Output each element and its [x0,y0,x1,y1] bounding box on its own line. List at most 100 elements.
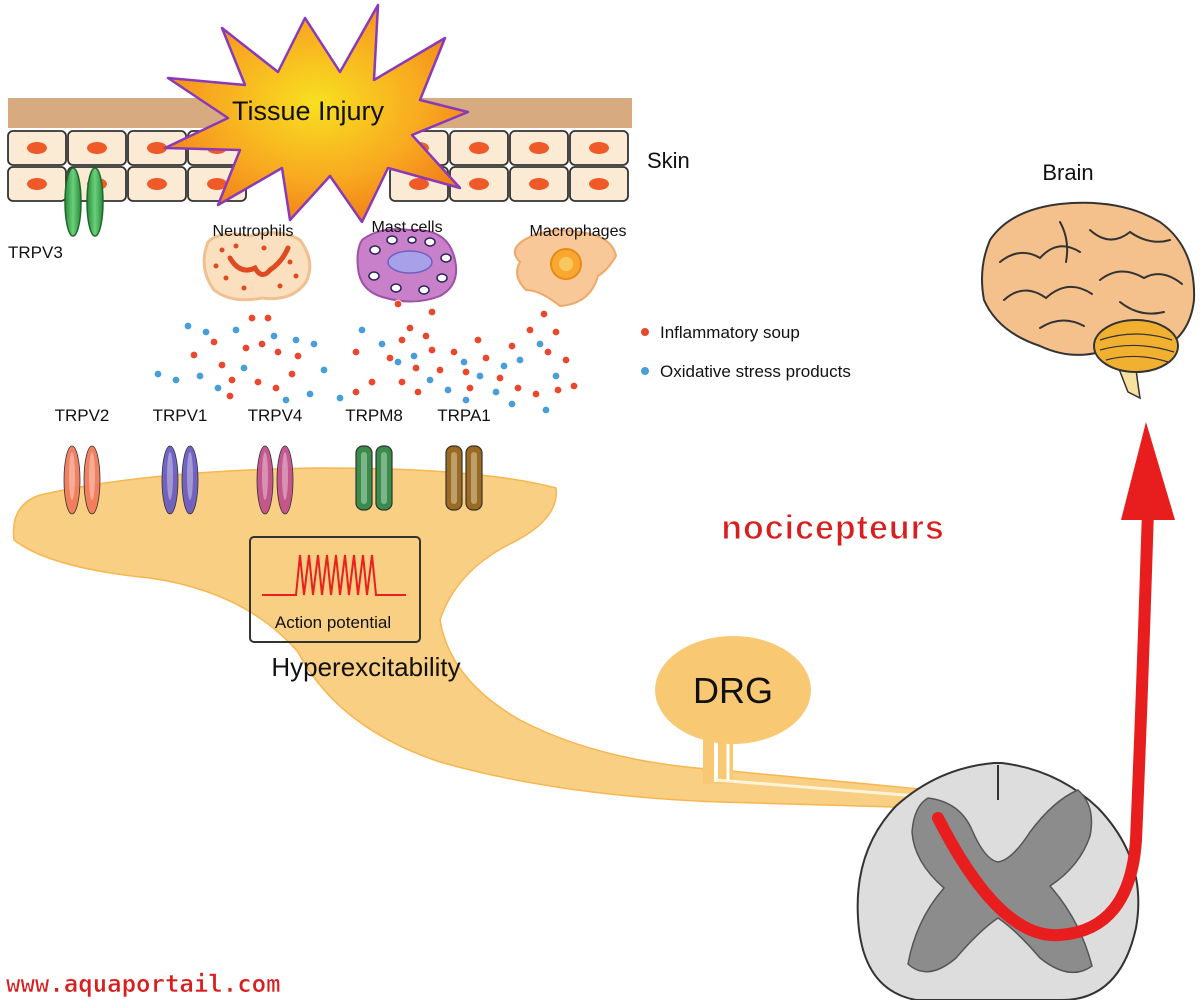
skin-cell [569,166,629,202]
macrophage-cell [513,229,618,308]
inflammatory-particle [543,347,553,357]
inflammatory-particle [241,343,251,353]
inflammatory-particle [461,367,471,377]
inflammatory-particle [553,385,563,395]
oxidative-particle [459,357,469,367]
inflammatory-particle [427,345,437,355]
macrophages-label: Macrophages [530,223,627,240]
skin-cell [509,130,569,166]
legend: Inflammatory soup Oxidative stress produ… [640,323,851,381]
oxidative-particle [551,371,561,381]
inflammatory-particle [263,313,273,323]
skin-label: Skin [647,148,690,173]
oxidative-particle [535,339,545,349]
inflammatory-particle [495,373,505,383]
skin-cell [449,166,509,202]
oxidative-particle [239,363,249,373]
brain-label: Brain [1042,160,1093,185]
channel-label: TRPV2 [55,406,110,425]
neutrophils-label: Neutrophils [213,223,294,240]
oxidative-particle [335,393,345,403]
channel-label: TRPA1 [437,406,491,425]
oxidative-particle [491,387,501,397]
drg-label: DRG [693,670,773,711]
legend-oxidative-label: Oxidative stress products [660,362,851,381]
inflammatory-particle [473,335,483,345]
inflammatory-particle [561,355,571,365]
inflammatory-particle [273,347,283,357]
action-potential-label: Action potential [275,613,391,632]
inflammatory-particle [217,360,227,370]
oxidative-particle [475,371,485,381]
inflammatory-particle [189,350,199,360]
skin-cell [449,130,509,166]
legend-inflammatory-label: Inflammatory soup [660,323,800,342]
inflammatory-particle [393,299,403,309]
oxidative-particle [319,365,329,375]
skin-cell [7,130,67,166]
oxidative-particle [269,331,279,341]
pathway-arrowhead [1121,422,1175,520]
channel-label: TRPM8 [345,406,403,425]
action-potential-box [249,536,421,643]
inflammatory-particle [551,327,561,337]
skin-cell [7,166,67,202]
oxidative-particle [393,357,403,367]
drg-ganglion [655,636,811,744]
oxidative-particle [377,339,387,349]
oxidative-particle [201,327,211,337]
inflammatory-particle [405,323,415,333]
trpv3-label: TRPV3 [8,243,63,262]
channel-label: TRPV1 [153,406,208,425]
inflammatory-particle [367,377,377,387]
inflammatory-particle [569,381,579,391]
channel-trpm8 [355,445,393,511]
inflammatory-particle [481,353,491,363]
inflammatory-particle [449,347,459,357]
tissue-injury-label: Tissue Injury [232,96,385,126]
channel-trpv1 [161,445,199,515]
oxidative-particle [231,325,241,335]
oxidative-particle [461,395,471,405]
channel-trpv2 [63,445,101,515]
skin-cell [67,130,127,166]
inflammatory-particle [513,383,523,393]
oxidative-particle [213,383,223,393]
skin-cell [127,166,187,202]
inflammatory-particle [413,387,423,397]
inflammatory-particle [385,353,395,363]
oxidative-particle [409,351,419,361]
inflammatory-particle [351,387,361,397]
skin-cell [509,166,569,202]
inflammatory-particle [465,383,475,393]
skin-cell [127,130,187,166]
inflammatory-particle [507,341,517,351]
mediator-particles [153,299,579,415]
ascending-pain-pathway [932,504,1154,942]
inflammatory-particle [427,307,437,317]
mast-cell [356,228,458,303]
inflammatory-particle [293,351,303,361]
oxidative-particle [171,375,181,385]
inflammatory-particle [271,383,281,393]
mast-cells-label: Mast cells [371,219,442,236]
nociceptors-label: nocicepteurs [721,509,945,547]
tissue-injury-burst [163,3,470,224]
oxidative-particle [499,361,509,371]
inflammatory-particle [531,389,541,399]
oxidative-particle [281,395,291,405]
inflammatory-particle [227,375,237,385]
inflammatory-particle [411,363,421,373]
oxidative-particle [153,369,163,379]
action-potential-trace [262,554,406,596]
oxidative-particle [195,371,205,381]
hyperexcitability-label: Hyperexcitability [271,652,460,682]
inflammatory-particle [539,309,549,319]
inflammatory-particle [257,339,267,349]
inflammatory-particle [397,377,407,387]
oxidative-particle [183,321,193,331]
oxidative-particle [291,335,301,345]
oxidative-particle [515,355,525,365]
oxidative-particle [507,399,517,409]
